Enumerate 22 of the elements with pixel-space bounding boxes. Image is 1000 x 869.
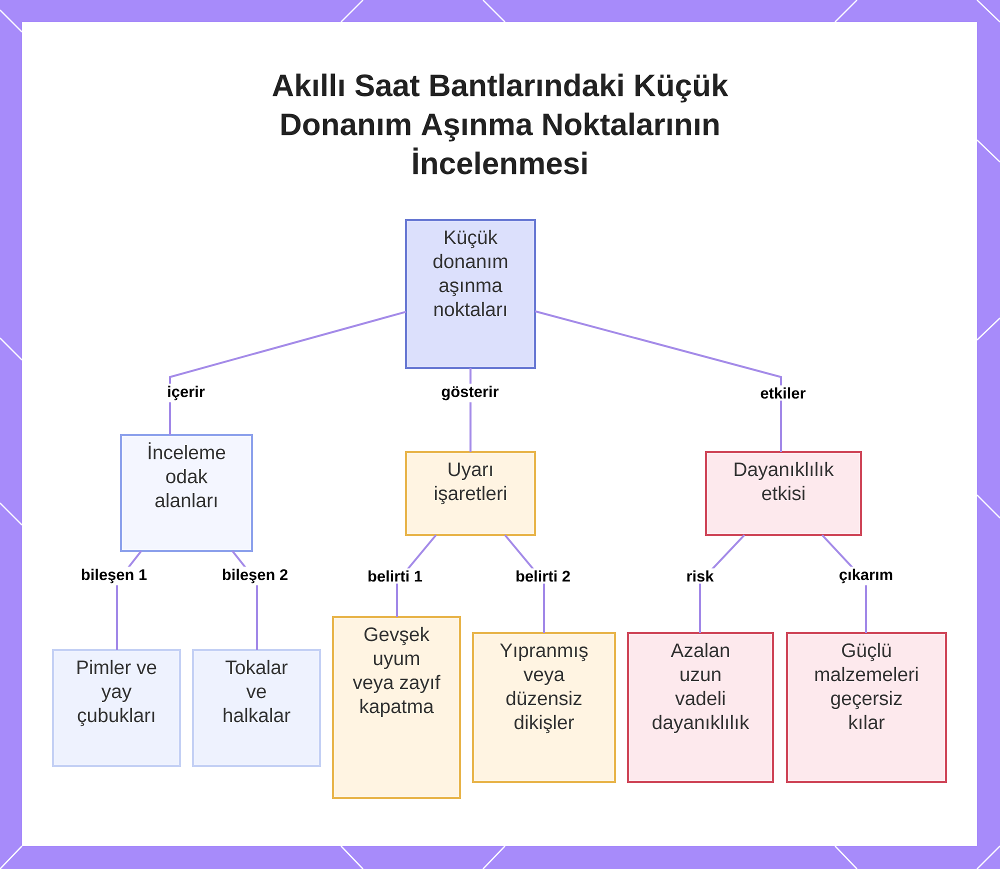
connector-line xyxy=(169,310,406,435)
concept-box: İnceleme odak alanları xyxy=(120,434,253,552)
edge-label: gösterir xyxy=(439,384,501,402)
concept-box: Tokalar ve halkalar xyxy=(192,649,321,767)
edge-label: içerir xyxy=(165,384,207,402)
concept-box: Güçlü malzemeleri geçersiz kılar xyxy=(786,632,947,783)
concept-box: Yıpranmış veya düzensiz dikişler xyxy=(472,632,616,783)
edge-label: çıkarım xyxy=(836,566,896,586)
concept-box: Pimler ve yay çubukları xyxy=(52,649,181,767)
connector-line xyxy=(534,310,782,452)
edge-label: bileşen 2 xyxy=(220,566,290,586)
concept-box: Dayanıklılık etkisi xyxy=(705,451,862,536)
concept-box: Uyarı işaretleri xyxy=(405,451,536,536)
concept-box: Gevşek uyum veya zayıf kapatma xyxy=(332,616,461,799)
title: Akıllı Saat Bantlarındaki Küçük Donanım Aşınma Noktalarının İncelenmesi xyxy=(272,74,728,174)
concept-box: Azalan uzun vadeli dayanıklılık xyxy=(627,632,774,783)
concept-box: Küçük donanım aşınma noktaları xyxy=(405,219,536,369)
edge-label: bileşen 1 xyxy=(78,566,150,586)
edge-label: etkiler xyxy=(758,385,808,401)
edge-label: belirti 1 xyxy=(366,568,424,584)
edge-label: belirti 2 xyxy=(514,568,572,584)
edge-label: risk xyxy=(684,568,716,584)
